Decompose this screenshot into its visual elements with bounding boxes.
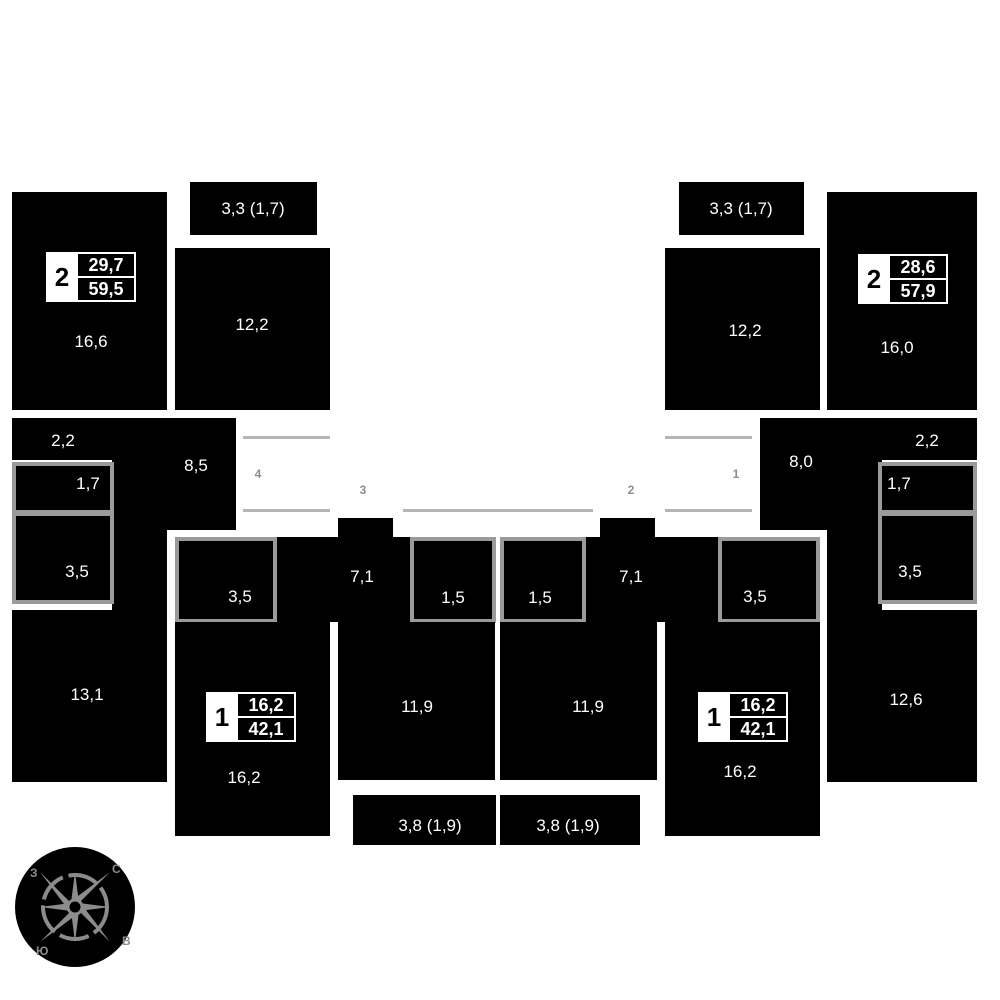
area-label: 7,1 [619,567,643,586]
compass-east: В [122,934,131,948]
room-cr-bath[interactable] [718,537,820,623]
total-area: 42,1 [729,717,787,741]
room-cl-hall[interactable] [270,537,420,622]
corridor-number: 1 [732,467,740,481]
room-cl-wc[interactable] [410,537,496,623]
area-label: 2,2 [51,431,75,450]
area-label: 3,8 (1,9) [398,816,462,835]
apartment-badge[interactable]: 2 29,7 59,5 [46,252,136,302]
room-l-room2[interactable] [12,610,167,782]
area-label: 1,7 [76,474,100,493]
corridor-line [403,509,593,512]
room-l-balcony[interactable] [190,182,317,235]
room-cr-wc[interactable] [500,537,586,623]
apartment-badge[interactable]: 2 28,6 57,9 [858,254,948,304]
room-cr-balcony[interactable] [500,795,640,845]
living-area: 28,6 [889,255,947,279]
area-label: 3,3 (1,7) [221,199,285,218]
compass: З С В Ю [15,847,135,967]
area-label: 1,7 [887,474,911,493]
room-cl-bath[interactable] [175,537,277,623]
corridor-number: 2 [627,483,635,497]
area-label: 3,8 (1,9) [536,816,600,835]
area-label: 16,6 [74,332,108,351]
area-label: 16,2 [723,762,757,781]
room-cl-hall-bump [338,518,393,538]
area-label: 8,0 [789,452,813,471]
compass-north: С [112,862,121,876]
area-label: 16,0 [880,338,914,357]
room-r-storage[interactable] [880,418,977,460]
room-cr-hall[interactable] [580,537,725,622]
corridor-number: 4 [254,467,262,481]
room-l-storage[interactable] [12,418,112,460]
corridor-number: 3 [359,483,367,497]
area-label: 1,5 [441,588,465,607]
compass-rose-icon [40,872,110,942]
corridor-line [243,509,330,512]
living-area: 16,2 [237,693,295,717]
room-count: 2 [866,263,882,294]
compass-west: З [30,866,38,880]
area-label: 8,5 [184,456,208,475]
area-label: 3,5 [228,587,252,606]
area-label: 11,9 [401,697,433,716]
area-label: 13,1 [70,685,104,704]
area-label: 2,2 [915,431,939,450]
corridor-line [665,436,752,439]
area-label: 7,1 [350,567,374,586]
area-label: 3,5 [743,587,767,606]
area-label: 16,2 [227,768,261,787]
area-label: 3,3 (1,7) [709,199,773,218]
corridor-line [665,509,752,512]
area-label: 12,6 [889,690,923,709]
room-r-bath[interactable] [878,512,977,604]
total-area: 42,1 [237,717,295,741]
room-count: 1 [214,701,230,732]
total-area: 57,9 [889,279,947,303]
apartment-badge[interactable]: 1 16,2 42,1 [206,692,296,742]
corridor-line [243,436,330,439]
room-cr-hall-bump [600,518,655,538]
room-l-kitchen[interactable] [175,248,330,410]
area-label: 12,2 [728,321,762,340]
living-area: 16,2 [729,693,787,717]
room-l-bath[interactable] [12,512,114,604]
room-count: 2 [54,261,70,292]
room-cr-kitchen[interactable] [500,622,657,780]
room-r-kitchen[interactable] [665,248,820,410]
area-label: 1,5 [528,588,552,607]
compass-south: Ю [36,944,49,958]
room-r-room2[interactable] [827,610,977,782]
area-label: 12,2 [235,315,269,334]
area-label: 3,5 [898,562,922,581]
area-label: 3,5 [65,562,89,581]
room-r-corridor [827,418,882,610]
room-r-balcony[interactable] [679,182,804,235]
room-count: 1 [706,701,722,732]
total-area: 59,5 [77,277,135,301]
room-l-corridor [112,418,167,610]
area-label: 11,9 [572,697,604,716]
room-cl-balcony[interactable] [353,795,496,845]
living-area: 29,7 [77,253,135,277]
apartment-badge[interactable]: 1 16,2 42,1 [698,692,788,742]
room-cl-kitchen[interactable] [338,622,495,780]
